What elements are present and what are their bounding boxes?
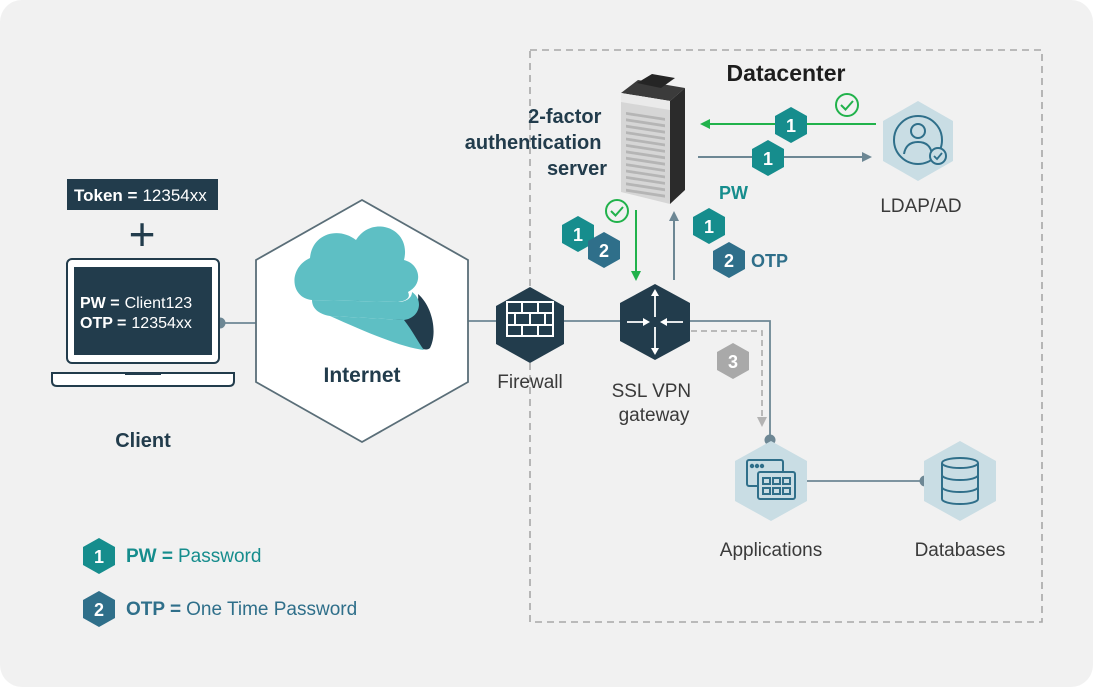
laptop-pw-line: PW =Client123 — [80, 295, 192, 312]
server-tower-icon — [621, 74, 685, 204]
server-vent-slot — [626, 188, 665, 198]
step-badge-pw: 1 — [775, 107, 807, 143]
step-badge-pw: 1 — [562, 216, 594, 252]
server-vent-slot — [626, 137, 665, 147]
step-badge-pw: 1 — [693, 208, 725, 244]
check-circle-icon — [835, 93, 859, 117]
databases-label: Databases — [915, 540, 1006, 561]
legend-item-otp: 2 OTP =One Time Password — [83, 591, 357, 627]
svg-text:3: 3 — [728, 352, 738, 372]
svg-text:1: 1 — [704, 217, 714, 237]
datacenter-title: Datacenter — [727, 60, 846, 86]
step-badge-otp: 2 — [588, 232, 620, 268]
applications-label: Applications — [720, 540, 822, 561]
vpn-applications-line — [689, 320, 771, 440]
application-windows-icon — [746, 459, 796, 500]
server-vent-slot — [626, 131, 665, 140]
server-vent-slot — [626, 182, 665, 192]
laptop-otp-line: OTP =12354xx — [80, 315, 192, 332]
server-vent-slot — [626, 176, 665, 185]
server-vent-slot — [626, 144, 665, 153]
cloud-icon — [294, 226, 434, 350]
server-vent-slot — [626, 156, 665, 166]
router-arrows-icon — [627, 289, 683, 355]
token-box — [67, 179, 218, 210]
brick-wall-icon — [506, 301, 554, 337]
step-badge-3: 3 — [717, 343, 749, 379]
server-vent-slot — [626, 163, 665, 172]
server-vent-slot — [626, 124, 665, 134]
client-label: Client — [115, 430, 171, 452]
svg-text:1: 1 — [763, 149, 773, 169]
pw-tag: PW — [719, 183, 748, 203]
step-badge-otp: 2 — [713, 242, 745, 278]
laptop-icon — [51, 258, 235, 387]
datacenter-boundary — [529, 49, 1043, 623]
plus-icon: + — [129, 208, 156, 260]
svg-text:OTP =One Time Password: OTP =One Time Password — [126, 599, 357, 620]
auth-server-label: 2-factor authentication server — [465, 106, 607, 180]
firewall-label: Firewall — [497, 372, 562, 393]
svg-text:PW =Password: PW =Password — [126, 546, 261, 567]
server-vent-slot — [626, 150, 665, 160]
svg-text:1: 1 — [573, 225, 583, 245]
token-text: Token =12354xx — [74, 186, 207, 205]
svg-text:1: 1 — [94, 547, 104, 567]
svg-text:1: 1 — [786, 116, 796, 136]
legend-item-pw: 1 PW =Password — [83, 538, 261, 574]
server-vent-slot — [626, 112, 665, 121]
vpn-gateway-label: SSL VPN gateway — [612, 381, 697, 426]
ldap-label: LDAP/AD — [880, 196, 961, 217]
otp-tag: OTP — [751, 251, 788, 271]
internet-label: Internet — [323, 364, 400, 387]
step-badge-pw: 1 — [752, 140, 784, 176]
server-vent-slot — [626, 169, 665, 179]
check-circle-icon — [605, 199, 629, 223]
server-vent-slot — [626, 118, 665, 128]
user-check-icon — [893, 115, 947, 165]
svg-text:2: 2 — [724, 251, 734, 271]
step3-dashed-arrow — [691, 330, 767, 427]
database-icon — [941, 457, 979, 505]
svg-text:2: 2 — [599, 241, 609, 261]
svg-text:2: 2 — [94, 600, 104, 620]
vpn-gateway-hexagon — [620, 284, 690, 360]
